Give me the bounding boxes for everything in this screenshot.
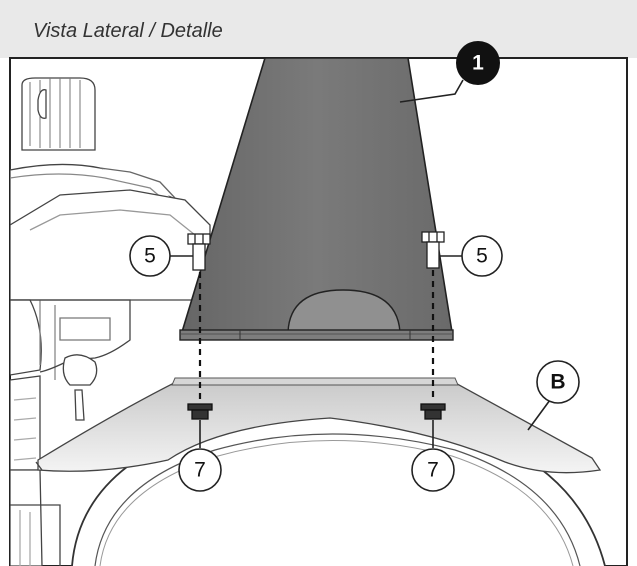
callout-1-label: 1 [472,52,484,75]
nut-left [187,403,213,420]
leader-lines [170,79,551,448]
bolt-left [187,233,211,271]
callout-5-left: 5 [129,235,171,277]
callout-b-label: B [550,371,565,394]
callout-7-left-label: 7 [194,459,206,482]
callout-7-right: 7 [411,448,455,492]
callout-5-left-label: 5 [144,245,156,268]
callout-1: 1 [456,41,500,85]
header-band: Vista Lateral / Detalle [0,0,637,58]
page-title: Vista Lateral / Detalle [33,20,223,42]
callout-5-right: 5 [461,235,503,277]
nut-right [420,403,446,420]
cover-b [35,377,602,474]
callout-b: B [536,360,580,404]
callout-7-right-label: 7 [427,459,439,482]
callout-5-right-label: 5 [476,245,488,268]
bolt-right [421,231,445,269]
callout-7-left: 7 [178,448,222,492]
